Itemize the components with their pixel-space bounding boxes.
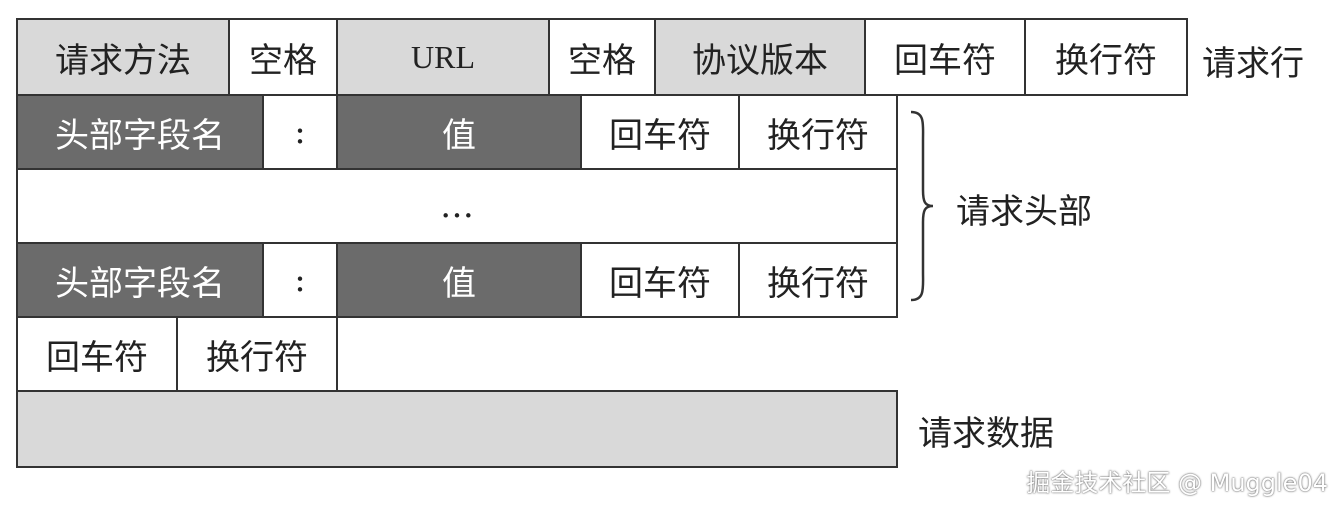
request-line-cr-text: 回车符 — [894, 40, 996, 81]
blank-line-cr-box: 回车符 — [16, 316, 178, 392]
header-value-box-2: 值 — [336, 242, 582, 318]
header-value-text-2: 值 — [442, 263, 476, 304]
space-box-1: 空格 — [228, 18, 338, 96]
request-line-lf-text: 换行符 — [1055, 40, 1157, 81]
headers-brace-icon — [910, 110, 934, 302]
header-field-name-text-1: 头部字段名 — [55, 115, 225, 156]
header-value-box-1: 值 — [336, 94, 582, 170]
request-method-text: 请求方法 — [55, 40, 191, 81]
header-colon-box-1: : — [262, 94, 338, 170]
header-cr-text-2: 回车符 — [609, 263, 711, 304]
header-cr-text-1: 回车符 — [609, 115, 711, 156]
header-colon-text-1: : — [294, 112, 306, 152]
header-cr-box-2: 回车符 — [580, 242, 740, 318]
space-text-2: 空格 — [568, 40, 636, 81]
ellipsis-box: … — [16, 168, 898, 244]
header-field-name-box-1: 头部字段名 — [16, 94, 264, 170]
header-cr-box-1: 回车符 — [580, 94, 740, 170]
header-lf-text-2: 换行符 — [767, 263, 869, 304]
request-method-box: 请求方法 — [16, 18, 230, 96]
protocol-version-text: 协议版本 — [692, 40, 828, 81]
blank-line-cr-text: 回车符 — [46, 337, 148, 378]
blank-line-lf-text: 换行符 — [206, 337, 308, 378]
header-field-name-text-2: 头部字段名 — [55, 263, 225, 304]
request-line-label: 请求行 — [1202, 44, 1304, 84]
space-text-1: 空格 — [249, 40, 317, 81]
blank-line-lf-box: 换行符 — [176, 316, 338, 392]
header-field-name-box-2: 头部字段名 — [16, 242, 264, 318]
header-colon-text-2: : — [294, 260, 306, 300]
header-value-text-1: 值 — [442, 115, 476, 156]
header-colon-box-2: : — [262, 242, 338, 318]
protocol-version-box: 协议版本 — [654, 18, 866, 96]
request-line-lf-box: 换行符 — [1024, 18, 1188, 96]
request-line-cr-box: 回车符 — [864, 18, 1026, 96]
space-box-2: 空格 — [548, 18, 656, 96]
request-body-label: 请求数据 — [918, 414, 1054, 454]
request-headers-label: 请求头部 — [956, 192, 1092, 232]
header-lf-box-1: 换行符 — [738, 94, 898, 170]
url-text: URL — [411, 38, 475, 75]
url-box: URL — [336, 18, 550, 96]
header-lf-text-1: 换行符 — [767, 115, 869, 156]
watermark-text: 掘金技术社区 @ Muggle04 — [1026, 469, 1328, 497]
request-body-box — [16, 390, 898, 468]
ellipsis-text: … — [440, 186, 474, 226]
header-lf-box-2: 换行符 — [738, 242, 898, 318]
